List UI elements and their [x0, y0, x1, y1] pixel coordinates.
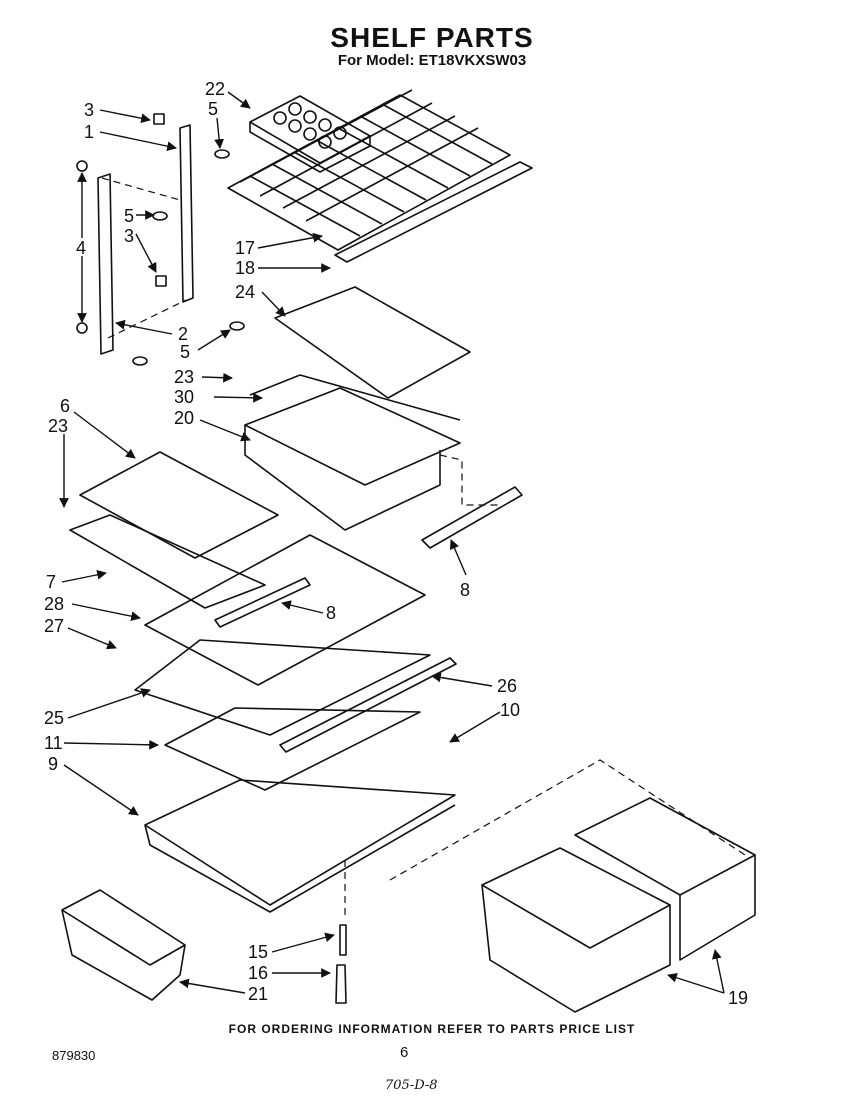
- callout-20: 20: [174, 408, 194, 428]
- trim-26-drawing: [279, 657, 457, 753]
- callout-23-lower: 23: [48, 416, 68, 436]
- door-bin-drawing: [61, 889, 186, 1001]
- callout-19: 19: [728, 988, 748, 1008]
- meat-pan-drawing: [244, 374, 461, 531]
- callout-5-mid: 5: [124, 206, 134, 226]
- bracket-mid-drawing: [155, 275, 167, 287]
- callout-labels: 22 3 5 1 5 3 4 17 18 24 2 5 23 30 20 6 2…: [44, 79, 748, 1008]
- callout-7: 7: [46, 572, 56, 592]
- screw-b-drawing: [152, 211, 168, 221]
- screw-15-drawing: [339, 924, 347, 956]
- wire-shelf-drawing: [227, 89, 511, 251]
- screw-c-drawing: [229, 321, 245, 331]
- document-number: 879830: [52, 1048, 96, 1063]
- leader-lines: [59, 91, 725, 994]
- callout-9: 9: [48, 754, 58, 774]
- callout-4: 4: [76, 238, 86, 258]
- page-number: 6: [400, 1044, 409, 1061]
- cap-bottom-drawing: [76, 322, 88, 334]
- glass-shelf-left-drawing: [79, 451, 279, 559]
- shelf-trim-drawing: [334, 161, 533, 263]
- cap-top-drawing: [76, 160, 88, 172]
- shelf-frame-7-drawing: [69, 514, 266, 609]
- callout-26: 26: [497, 676, 517, 696]
- callout-25: 25: [44, 708, 64, 728]
- callout-17: 17: [235, 238, 255, 258]
- callout-8-right: 8: [460, 580, 470, 600]
- callout-6: 6: [60, 396, 70, 416]
- callout-18: 18: [235, 258, 255, 278]
- screw-a-drawing: [214, 149, 230, 159]
- handwritten-note: 705-D-8: [385, 1078, 438, 1093]
- shelf-frame-25-drawing: [134, 639, 431, 736]
- callout-5-bottom: 5: [180, 342, 190, 362]
- egg-tray-drawing: [249, 95, 371, 173]
- ladder-rail-right-drawing: [179, 124, 194, 303]
- callout-24: 24: [235, 282, 255, 302]
- callout-3-mid: 3: [124, 226, 134, 246]
- callout-3-top: 3: [84, 100, 94, 120]
- callout-5-top: 5: [208, 99, 218, 119]
- callout-2: 2: [178, 324, 188, 344]
- callout-27: 27: [44, 616, 64, 636]
- callout-10: 10: [500, 700, 520, 720]
- glass-shelf-top-drawing: [274, 286, 471, 399]
- callout-23-upper: 23: [174, 367, 194, 387]
- assembly-dashes: [101, 177, 746, 920]
- trim-8-left-drawing: [214, 577, 311, 628]
- screw-d-drawing: [132, 356, 148, 366]
- model-subtitle: For Model: ET18VKXSW03: [337, 52, 527, 69]
- callout-28: 28: [44, 594, 64, 614]
- callout-22: 22: [205, 79, 225, 99]
- callout-15: 15: [248, 942, 268, 962]
- callout-16: 16: [248, 963, 268, 983]
- ladder-rail-left-drawing: [97, 173, 114, 355]
- anchor-16-drawing: [335, 964, 347, 1004]
- bracket-top-drawing: [153, 113, 165, 125]
- crisper-cover-drawing: [144, 779, 456, 913]
- page-title: SHELF PARTS: [330, 22, 534, 53]
- ordering-note: FOR ORDERING INFORMATION REFER TO PARTS …: [228, 1022, 636, 1036]
- crisper-drawers-drawing: [481, 797, 756, 1013]
- glass-shelf-28-drawing: [144, 534, 426, 686]
- callout-1: 1: [84, 122, 94, 142]
- callout-21: 21: [248, 984, 268, 1004]
- trim-8-right-drawing: [421, 486, 523, 549]
- callout-8-left: 8: [326, 603, 336, 623]
- callout-11: 11: [44, 733, 63, 753]
- callout-30: 30: [174, 387, 194, 407]
- glass-shelf-11-drawing: [164, 707, 421, 791]
